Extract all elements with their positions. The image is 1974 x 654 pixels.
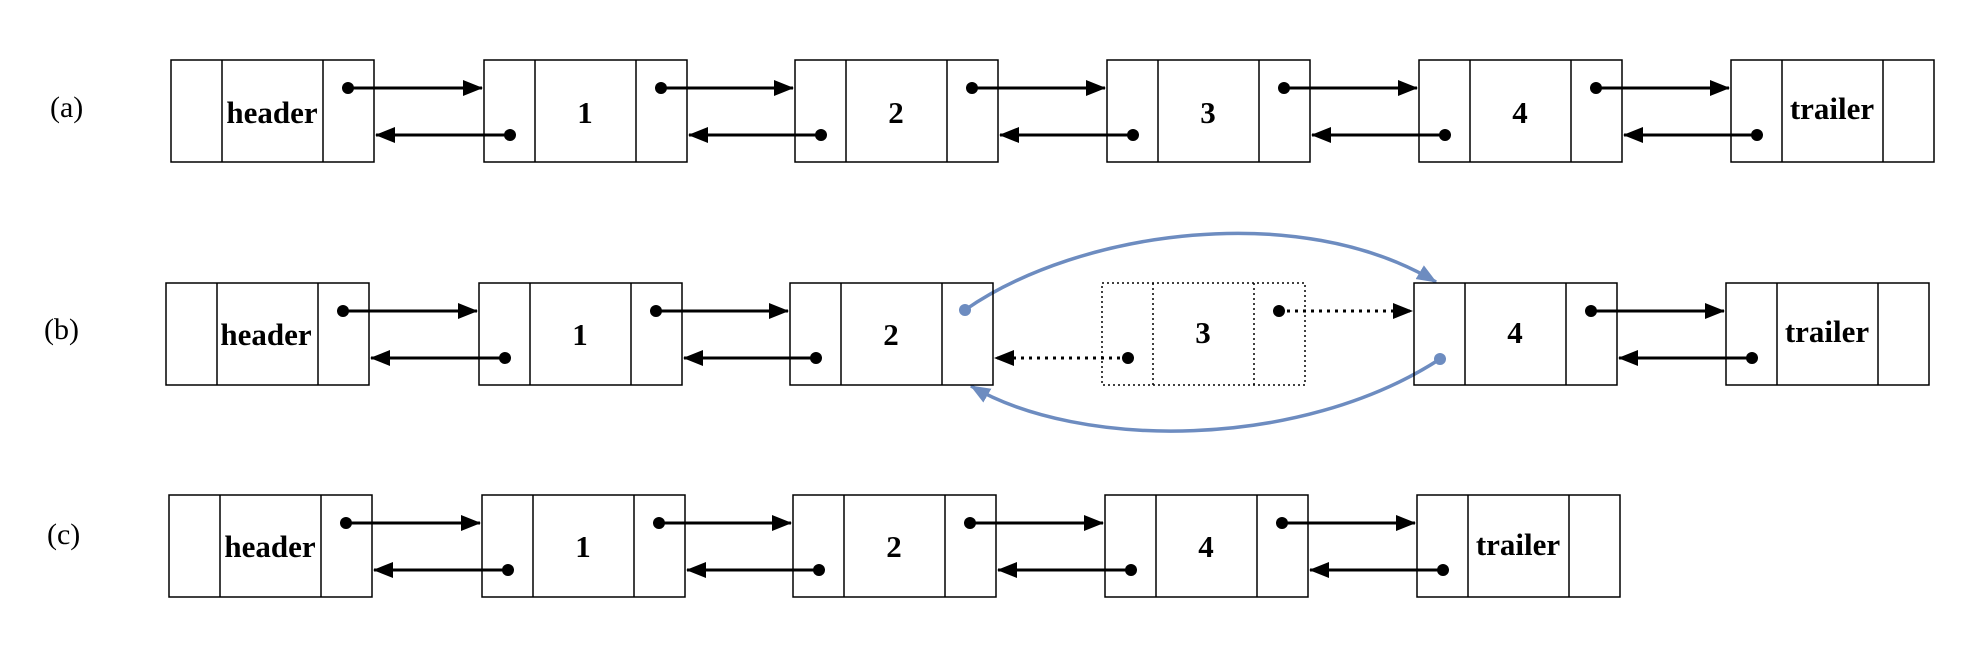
node-c-1-box [481,494,686,598]
node-b-3-box [1101,282,1306,386]
node-label-a-header: header [226,95,318,130]
node-b-0-box [165,282,370,386]
node-label-b-1: 1 [572,317,588,352]
row-label-b: (b) [44,313,79,346]
node-b-4-box [1413,282,1618,386]
relink-next-dot [959,304,971,316]
node-b-2-box [789,282,994,386]
node-b-5-box [1725,282,1930,386]
node-label-c-1: 1 [575,529,591,564]
node-a-5-box [1730,59,1935,163]
relink-prev-dot [1434,353,1446,365]
node-label-b-header: header [220,317,312,352]
node-c-4-box [1416,494,1621,598]
node-label-c-trailer: trailer [1476,527,1561,562]
row-label-c: (c) [47,518,80,551]
node-label-a-3: 3 [1200,95,1216,130]
node-b-1-box [478,282,683,386]
node-label-b-trailer: trailer [1785,314,1870,349]
node-c-2-box [792,494,997,598]
relink-next-curve [964,231,1437,312]
node-a-0-box [170,59,375,163]
node-c-0-box [168,494,373,598]
row-label-a: (a) [50,91,83,124]
relink-prev-curve [970,357,1441,433]
node-c-3-box [1104,494,1309,598]
node-label-c-4: 4 [1198,529,1214,564]
node-a-3-box [1106,59,1311,163]
node-label-a-4: 4 [1512,95,1528,130]
node-label-b-4: 4 [1507,315,1523,350]
node-label-a-2: 2 [888,95,904,130]
node-label-b-3: 3 [1195,315,1211,350]
node-label-a-trailer: trailer [1790,91,1875,126]
node-label-c-2: 2 [886,529,902,564]
node-label-b-2: 2 [883,317,899,352]
node-a-4-box [1418,59,1623,163]
node-label-c-header: header [224,529,316,564]
node-a-2-box [794,59,999,163]
node-label-a-1: 1 [577,95,593,130]
node-a-1-box [483,59,688,163]
